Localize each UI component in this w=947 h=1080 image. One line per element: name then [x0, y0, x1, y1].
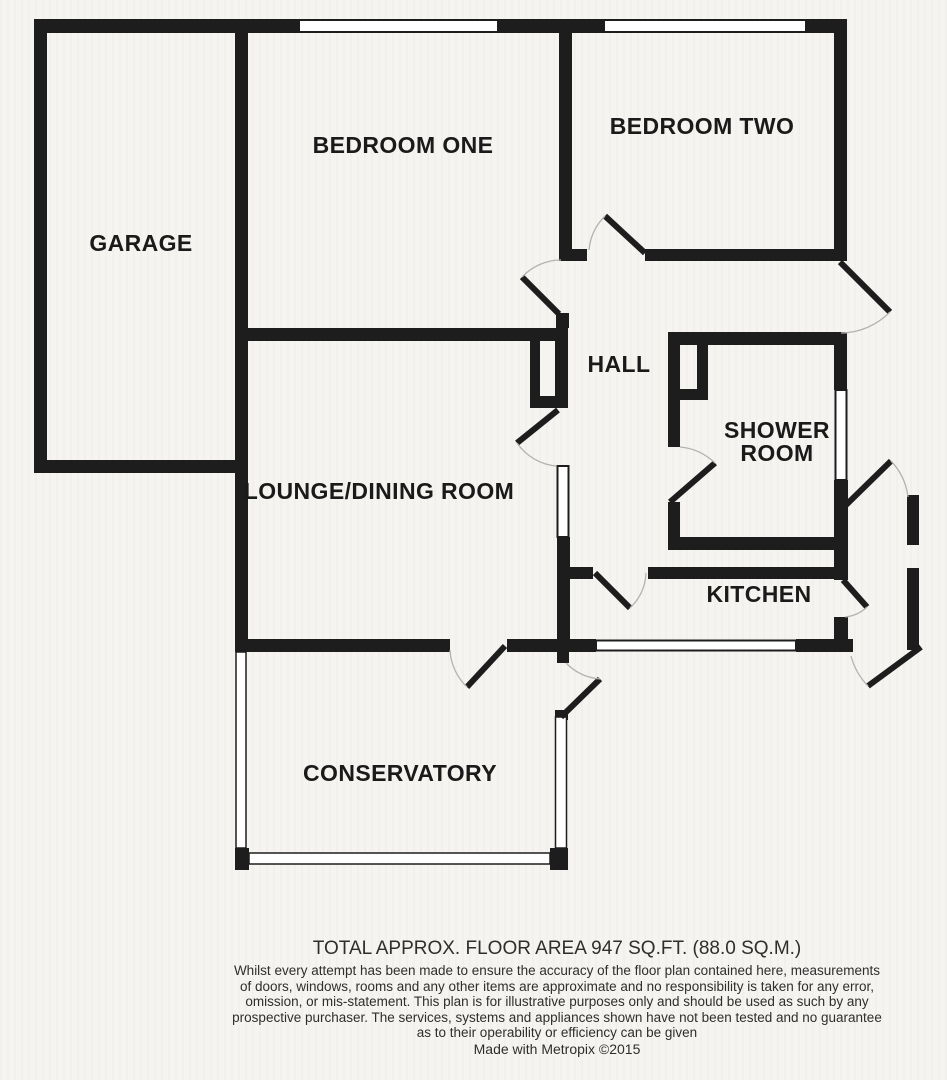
conservatory-side-door-arc	[565, 662, 601, 680]
porch-bottom-door-arc	[850, 655, 869, 687]
bedroom-two-window	[603, 19, 807, 33]
lounge-conservatory-door-arc	[449, 649, 468, 688]
bedroom-two-door	[602, 213, 648, 256]
lounge-door	[515, 407, 560, 446]
shower-room-label-line2: ROOM	[740, 440, 813, 466]
conservatory-label: CONSERVATORY	[303, 760, 497, 786]
conservatory-left-glazing	[235, 651, 247, 849]
bedroom-two-door-arc	[588, 215, 606, 251]
conservatory-glazing	[235, 651, 568, 865]
lounge-conservatory-door	[464, 643, 508, 690]
kitchen-back-door-arc	[844, 606, 868, 618]
floor-plan-drawing: GARAGE BEDROOM ONE BEDROOM TWO HALL SHOW…	[34, 19, 923, 870]
kitchen-window	[595, 639, 797, 652]
kitchen-back-door	[840, 578, 870, 609]
front-entrance-door-arc	[840, 311, 891, 334]
shower-room-door	[668, 460, 717, 505]
bedroom-one-cupboard-interior	[540, 341, 555, 396]
metropix-credit: Made with Metropix ©2015	[473, 1040, 641, 1057]
disclaimer-line: as to their operability or efficiency ca…	[416, 1025, 698, 1041]
door-leaves	[464, 213, 923, 720]
shower-room-window	[834, 389, 848, 481]
conservatory-bottom-glazing	[248, 852, 551, 865]
disclaimer-line: of doors, windows, rooms and any other i…	[239, 978, 875, 994]
door-swing-arcs	[449, 215, 909, 688]
kitchen-door	[592, 570, 633, 611]
windows	[298, 19, 848, 652]
bedroom-one-door	[519, 274, 562, 317]
porch-bottom-door	[866, 644, 923, 689]
bedroom-one-label: BEDROOM ONE	[313, 132, 494, 158]
bedroom-one-window	[298, 19, 499, 33]
disclaimer-line: omission, or mis-statement. This plan is…	[245, 994, 869, 1010]
porch-top-door-arc	[890, 460, 909, 498]
porch-top-door	[843, 458, 894, 508]
disclaimer-line: prospective purchaser. The services, sys…	[232, 1009, 882, 1025]
conservatory-right-glazing	[554, 716, 568, 849]
front-entrance-door	[837, 259, 893, 315]
garage-label: GARAGE	[89, 230, 192, 256]
bedroom-two-label: BEDROOM TWO	[610, 113, 795, 139]
disclaimer-line: Whilst every attempt has been made to en…	[233, 963, 881, 978]
lounge-hall-window	[556, 465, 570, 538]
bedroom-one-door-arc	[521, 259, 562, 278]
wall-segments	[34, 19, 919, 870]
lounge-dining-room-label: LOUNGE/DINING ROOM	[244, 478, 514, 504]
kitchen-door-arc	[629, 572, 647, 609]
hall-label: HALL	[588, 351, 651, 377]
total-floor-area: TOTAL APPROX. FLOOR AREA 947 SQ.FT. (88.…	[312, 938, 802, 959]
footer-text-block: TOTAL APPROX. FLOOR AREA 947 SQ.FT. (88.…	[97, 938, 947, 1057]
conservatory-side-door	[558, 676, 603, 720]
kitchen-label: KITCHEN	[706, 581, 811, 607]
lounge-door-arc	[516, 442, 557, 467]
shower-room-door-arc	[679, 446, 716, 464]
shower-room-label-line1: SHOWER	[724, 417, 830, 443]
